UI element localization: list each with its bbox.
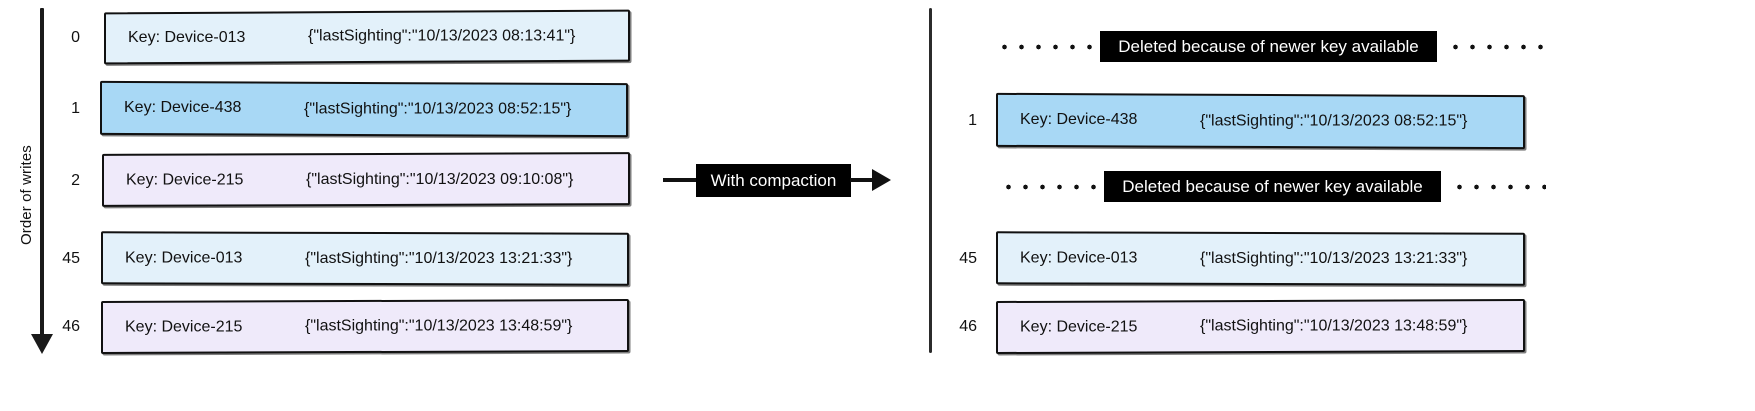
left-row-1-index: 1 <box>71 100 80 117</box>
deleted-leader-dots-right-2 <box>1451 184 1546 190</box>
left-row-46-index: 46 <box>62 318 80 335</box>
left-row-0-index: 0 <box>71 29 80 46</box>
left-row-2-index: 2 <box>71 172 80 189</box>
left-record-45-value: {"lastSighting":"10/13/2023 13:21:33"} <box>305 250 573 268</box>
right-row-46-index: 46 <box>959 318 977 335</box>
compaction-arrow-shaft <box>663 178 705 182</box>
left-record-46-key: Key: Device-215 <box>125 318 243 336</box>
order-of-writes-axis <box>40 8 44 338</box>
order-of-writes-label: Order of writes <box>18 145 35 245</box>
compaction-arrow-head <box>872 169 891 191</box>
left-record-1-key: Key: Device-438 <box>124 99 242 117</box>
deleted-leader-dots-right-1 <box>1447 44 1551 50</box>
deleted-banner-2: Deleted because of newer key available <box>1104 171 1441 202</box>
compaction-arrow-shaft-2 <box>850 178 874 182</box>
left-record-2-key: Key: Device-215 <box>126 171 244 189</box>
right-row-45-index: 45 <box>959 250 977 267</box>
deleted-banner-1: Deleted because of newer key available <box>1100 31 1437 62</box>
left-record-46-value: {"lastSighting":"10/13/2023 13:48:59"} <box>305 317 573 335</box>
left-record-0-key: Key: Device-013 <box>128 28 246 46</box>
left-record-2-value: {"lastSighting":"10/13/2023 09:10:08"} <box>306 170 574 188</box>
with-compaction-label: With compaction <box>696 164 851 197</box>
left-record-1[interactable]: Key: Device-438 {"lastSighting":"10/13/2… <box>100 80 628 138</box>
right-record-45-value: {"lastSighting":"10/13/2023 13:21:33"} <box>1200 250 1468 268</box>
order-of-writes-arrowhead <box>31 334 53 354</box>
right-record-46-key: Key: Device-215 <box>1020 318 1138 336</box>
left-row-45-index: 45 <box>62 250 80 267</box>
right-record-46[interactable]: Key: Device-215 {"lastSighting":"10/13/2… <box>996 298 1525 355</box>
deleted-leader-dots-left-2 <box>1000 184 1104 190</box>
right-record-45[interactable]: Key: Device-013 {"lastSighting":"10/13/2… <box>996 231 1525 286</box>
left-record-0-value: {"lastSighting":"10/13/2023 08:13:41"} <box>308 27 576 45</box>
left-record-46[interactable]: Key: Device-215 {"lastSighting":"10/13/2… <box>101 298 629 355</box>
right-record-1-key: Key: Device-438 <box>1020 111 1138 129</box>
left-record-0[interactable]: Key: Device-013 {"lastSighting":"10/13/2… <box>104 9 630 65</box>
right-record-1-value: {"lastSighting":"10/13/2023 08:52:15"} <box>1200 112 1468 130</box>
left-record-45[interactable]: Key: Device-013 {"lastSighting":"10/13/2… <box>101 231 629 286</box>
left-record-2[interactable]: Key: Device-215 {"lastSighting":"10/13/2… <box>102 152 630 207</box>
right-row-1-index: 1 <box>968 112 977 129</box>
left-record-1-value: {"lastSighting":"10/13/2023 08:52:15"} <box>304 100 572 118</box>
right-record-45-key: Key: Device-013 <box>1020 249 1138 267</box>
panel-divider <box>929 8 932 353</box>
left-record-45-key: Key: Device-013 <box>125 249 243 267</box>
right-record-46-value: {"lastSighting":"10/13/2023 13:48:59"} <box>1200 317 1468 335</box>
deleted-leader-dots-left-1 <box>996 44 1100 50</box>
right-record-1[interactable]: Key: Device-438 {"lastSighting":"10/13/2… <box>996 92 1525 150</box>
